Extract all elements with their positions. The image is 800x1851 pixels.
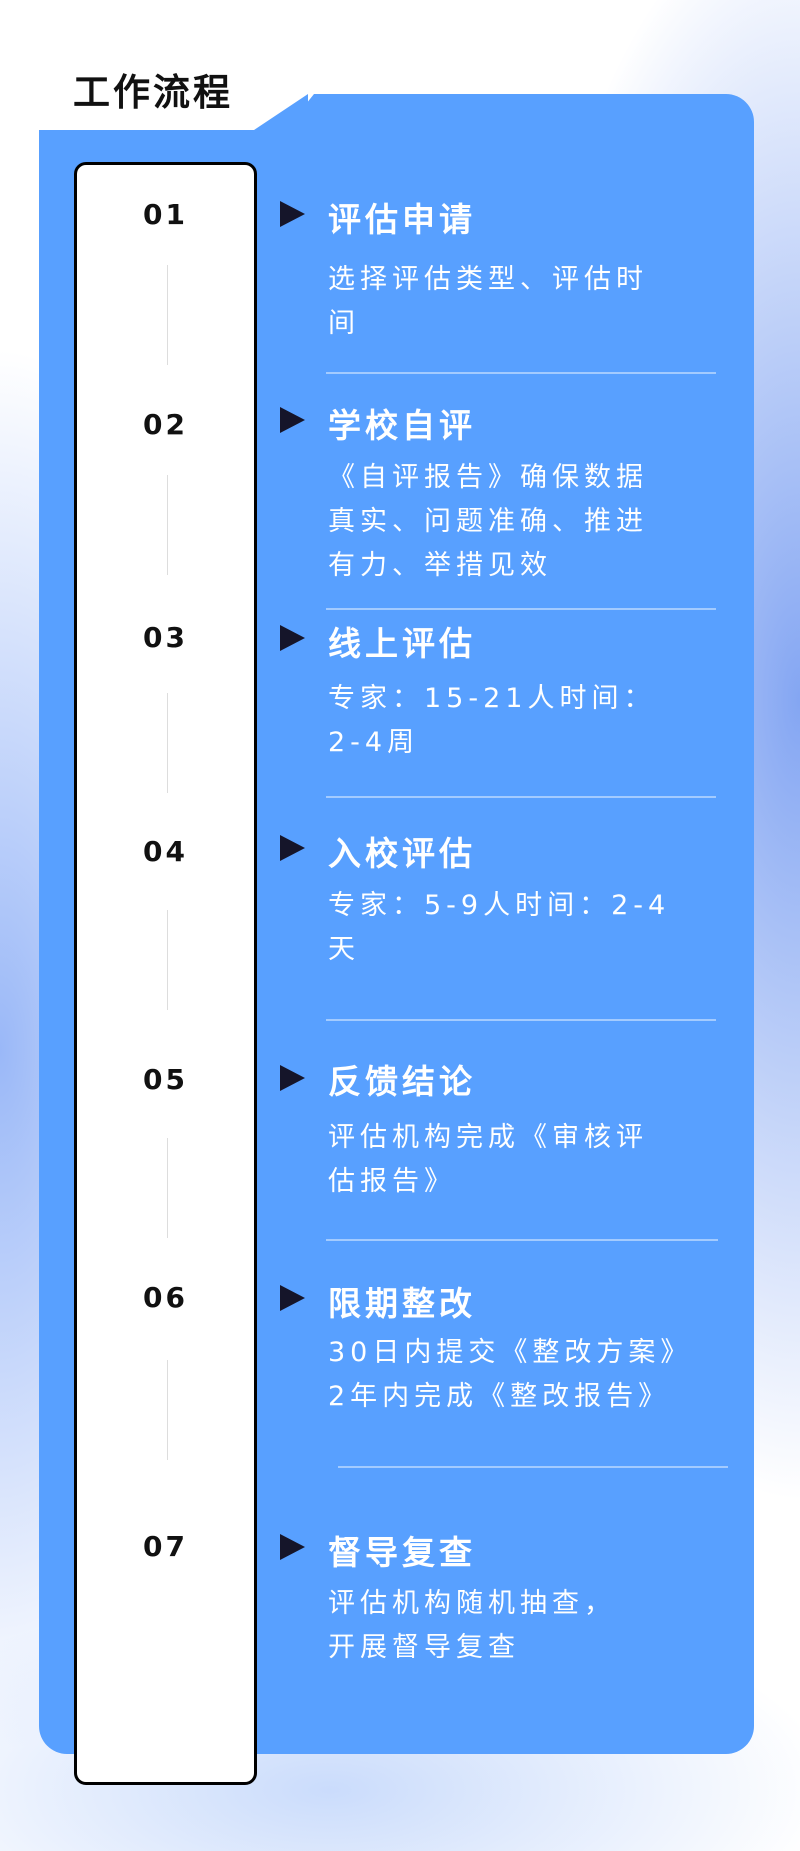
connector-line: [167, 693, 168, 793]
connector-line: [167, 475, 168, 575]
step-number-column: 01 02 03 04 05 06 07: [74, 162, 257, 1785]
triangle-bullet-icon: [280, 625, 305, 651]
step-heading: 限期整改: [328, 1284, 476, 1323]
step-heading: 入校评估: [328, 834, 476, 873]
step-number: 07: [143, 1530, 188, 1563]
divider: [326, 796, 716, 798]
step-number: 01: [143, 198, 188, 231]
step-description: 选择评估类型、评估时 间: [328, 264, 648, 339]
connector-line: [167, 1360, 168, 1460]
step-heading: 评估申请: [328, 200, 476, 239]
connector-line: [167, 265, 168, 365]
divider: [326, 608, 716, 610]
step-number: 05: [143, 1063, 188, 1096]
step-heading: 督导复查: [328, 1533, 476, 1572]
step-number: 03: [143, 621, 188, 654]
triangle-bullet-icon: [280, 1065, 305, 1091]
triangle-bullet-icon: [280, 1285, 305, 1311]
triangle-bullet-icon: [280, 407, 305, 433]
step-number: 04: [143, 835, 188, 868]
step-heading: 反馈结论: [328, 1062, 476, 1101]
connector-line: [167, 910, 168, 1010]
step-number: 06: [143, 1281, 188, 1314]
step-description: 评估机构完成《审核评 估报告》: [328, 1122, 648, 1197]
divider: [326, 1019, 716, 1021]
step-description: 《自评报告》确保数据 真实、问题准确、推进 有力、举措见效: [328, 462, 648, 581]
card-tab: [282, 94, 754, 134]
connector-line: [167, 1138, 168, 1238]
step-heading: 学校自评: [328, 406, 476, 445]
step-description: 30日内提交《整改方案》 2年内完成《整改报告》: [328, 1337, 693, 1412]
step-description: 专家：15-21人时间： 2-4周: [328, 683, 656, 758]
triangle-bullet-icon: [280, 201, 305, 227]
step-number: 02: [143, 408, 188, 441]
divider: [338, 1466, 728, 1468]
divider: [326, 372, 716, 374]
step-description: 评估机构随机抽查， 开展督导复查: [328, 1588, 616, 1663]
divider: [326, 1239, 718, 1241]
step-description: 专家：5-9人时间：2-4 天: [328, 890, 671, 965]
triangle-bullet-icon: [280, 835, 305, 861]
step-heading: 线上评估: [328, 624, 476, 663]
triangle-bullet-icon: [280, 1534, 305, 1560]
section-title: 工作流程: [73, 71, 233, 114]
